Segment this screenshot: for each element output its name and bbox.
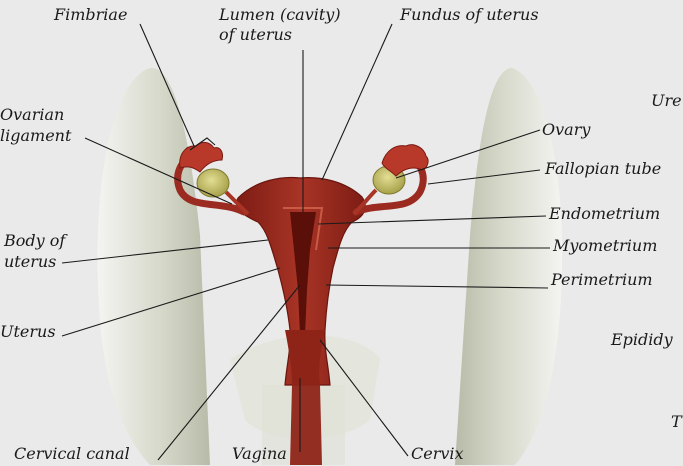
label-myometrium: Myometrium — [553, 236, 657, 255]
vagina-shape — [290, 385, 322, 465]
label-cervical-canal: Cervical canal — [14, 444, 130, 463]
leader-fundus — [322, 24, 392, 180]
label-ure-cutoff: Ure — [651, 91, 682, 110]
label-lumen: Lumen (cavity) of uterus — [219, 5, 341, 45]
label-uterus: Uterus — [0, 322, 56, 341]
label-epididy-cutoff: Epididy — [611, 330, 673, 349]
label-perimetrium: Perimetrium — [551, 270, 653, 289]
left-body-silhouette — [98, 68, 210, 465]
label-t-cutoff: T — [671, 412, 682, 431]
label-fallopian-tube: Fallopian tube — [545, 159, 661, 178]
label-cervix: Cervix — [411, 444, 464, 463]
label-endometrium: Endometrium — [549, 204, 660, 223]
left-ovary — [197, 169, 229, 197]
label-ovary: Ovary — [542, 120, 590, 139]
label-body-of-uterus: Body of uterus — [4, 230, 65, 272]
label-vagina: Vagina — [232, 444, 287, 463]
label-fimbriae: Fimbriae — [54, 5, 127, 24]
label-ovarian-ligament: Ovarian ligament — [0, 104, 71, 146]
label-fundus: Fundus of uterus — [400, 5, 539, 24]
